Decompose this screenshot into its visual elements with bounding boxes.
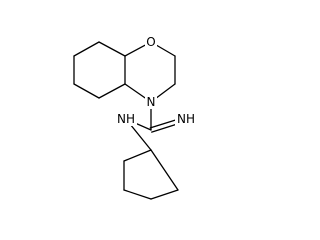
bond-c9-imn-a bbox=[151, 123, 179, 133]
bond-c9-imn-b bbox=[149, 118, 178, 129]
bond-c5-c4 bbox=[98, 83, 126, 99]
structure-drawing: O N NH NH bbox=[73, 35, 197, 200]
atom-label-n4: N bbox=[145, 95, 157, 109]
bond-c10-c11 bbox=[123, 149, 152, 162]
atom-label-imn: NH bbox=[175, 112, 197, 126]
bond-c8-c7 bbox=[73, 41, 100, 57]
oxygen-label: O bbox=[146, 35, 155, 49]
bond-c1-c8 bbox=[98, 41, 126, 57]
ring-nitrogen-label: N bbox=[147, 95, 156, 109]
atom-label-nh: NH bbox=[115, 112, 137, 126]
bond-layer bbox=[73, 41, 179, 200]
bond-c1-o1 bbox=[124, 44, 146, 57]
bond-c12-c13 bbox=[123, 189, 152, 200]
atom-label-o1: O bbox=[145, 35, 157, 49]
bond-c6-c5 bbox=[73, 83, 100, 99]
bond-c13-c14 bbox=[150, 189, 179, 200]
bond-c3-n4 bbox=[155, 83, 176, 100]
imine-nh-label: NH bbox=[177, 112, 195, 126]
amine-nh-label: NH bbox=[117, 112, 135, 126]
bond-o1-c2 bbox=[156, 44, 176, 57]
bond-c14-c10 bbox=[150, 149, 179, 191]
bond-nh-c10 bbox=[130, 125, 152, 151]
molecule-structure: O N NH NH bbox=[73, 35, 197, 200]
bond-n4-c4 bbox=[124, 83, 147, 100]
